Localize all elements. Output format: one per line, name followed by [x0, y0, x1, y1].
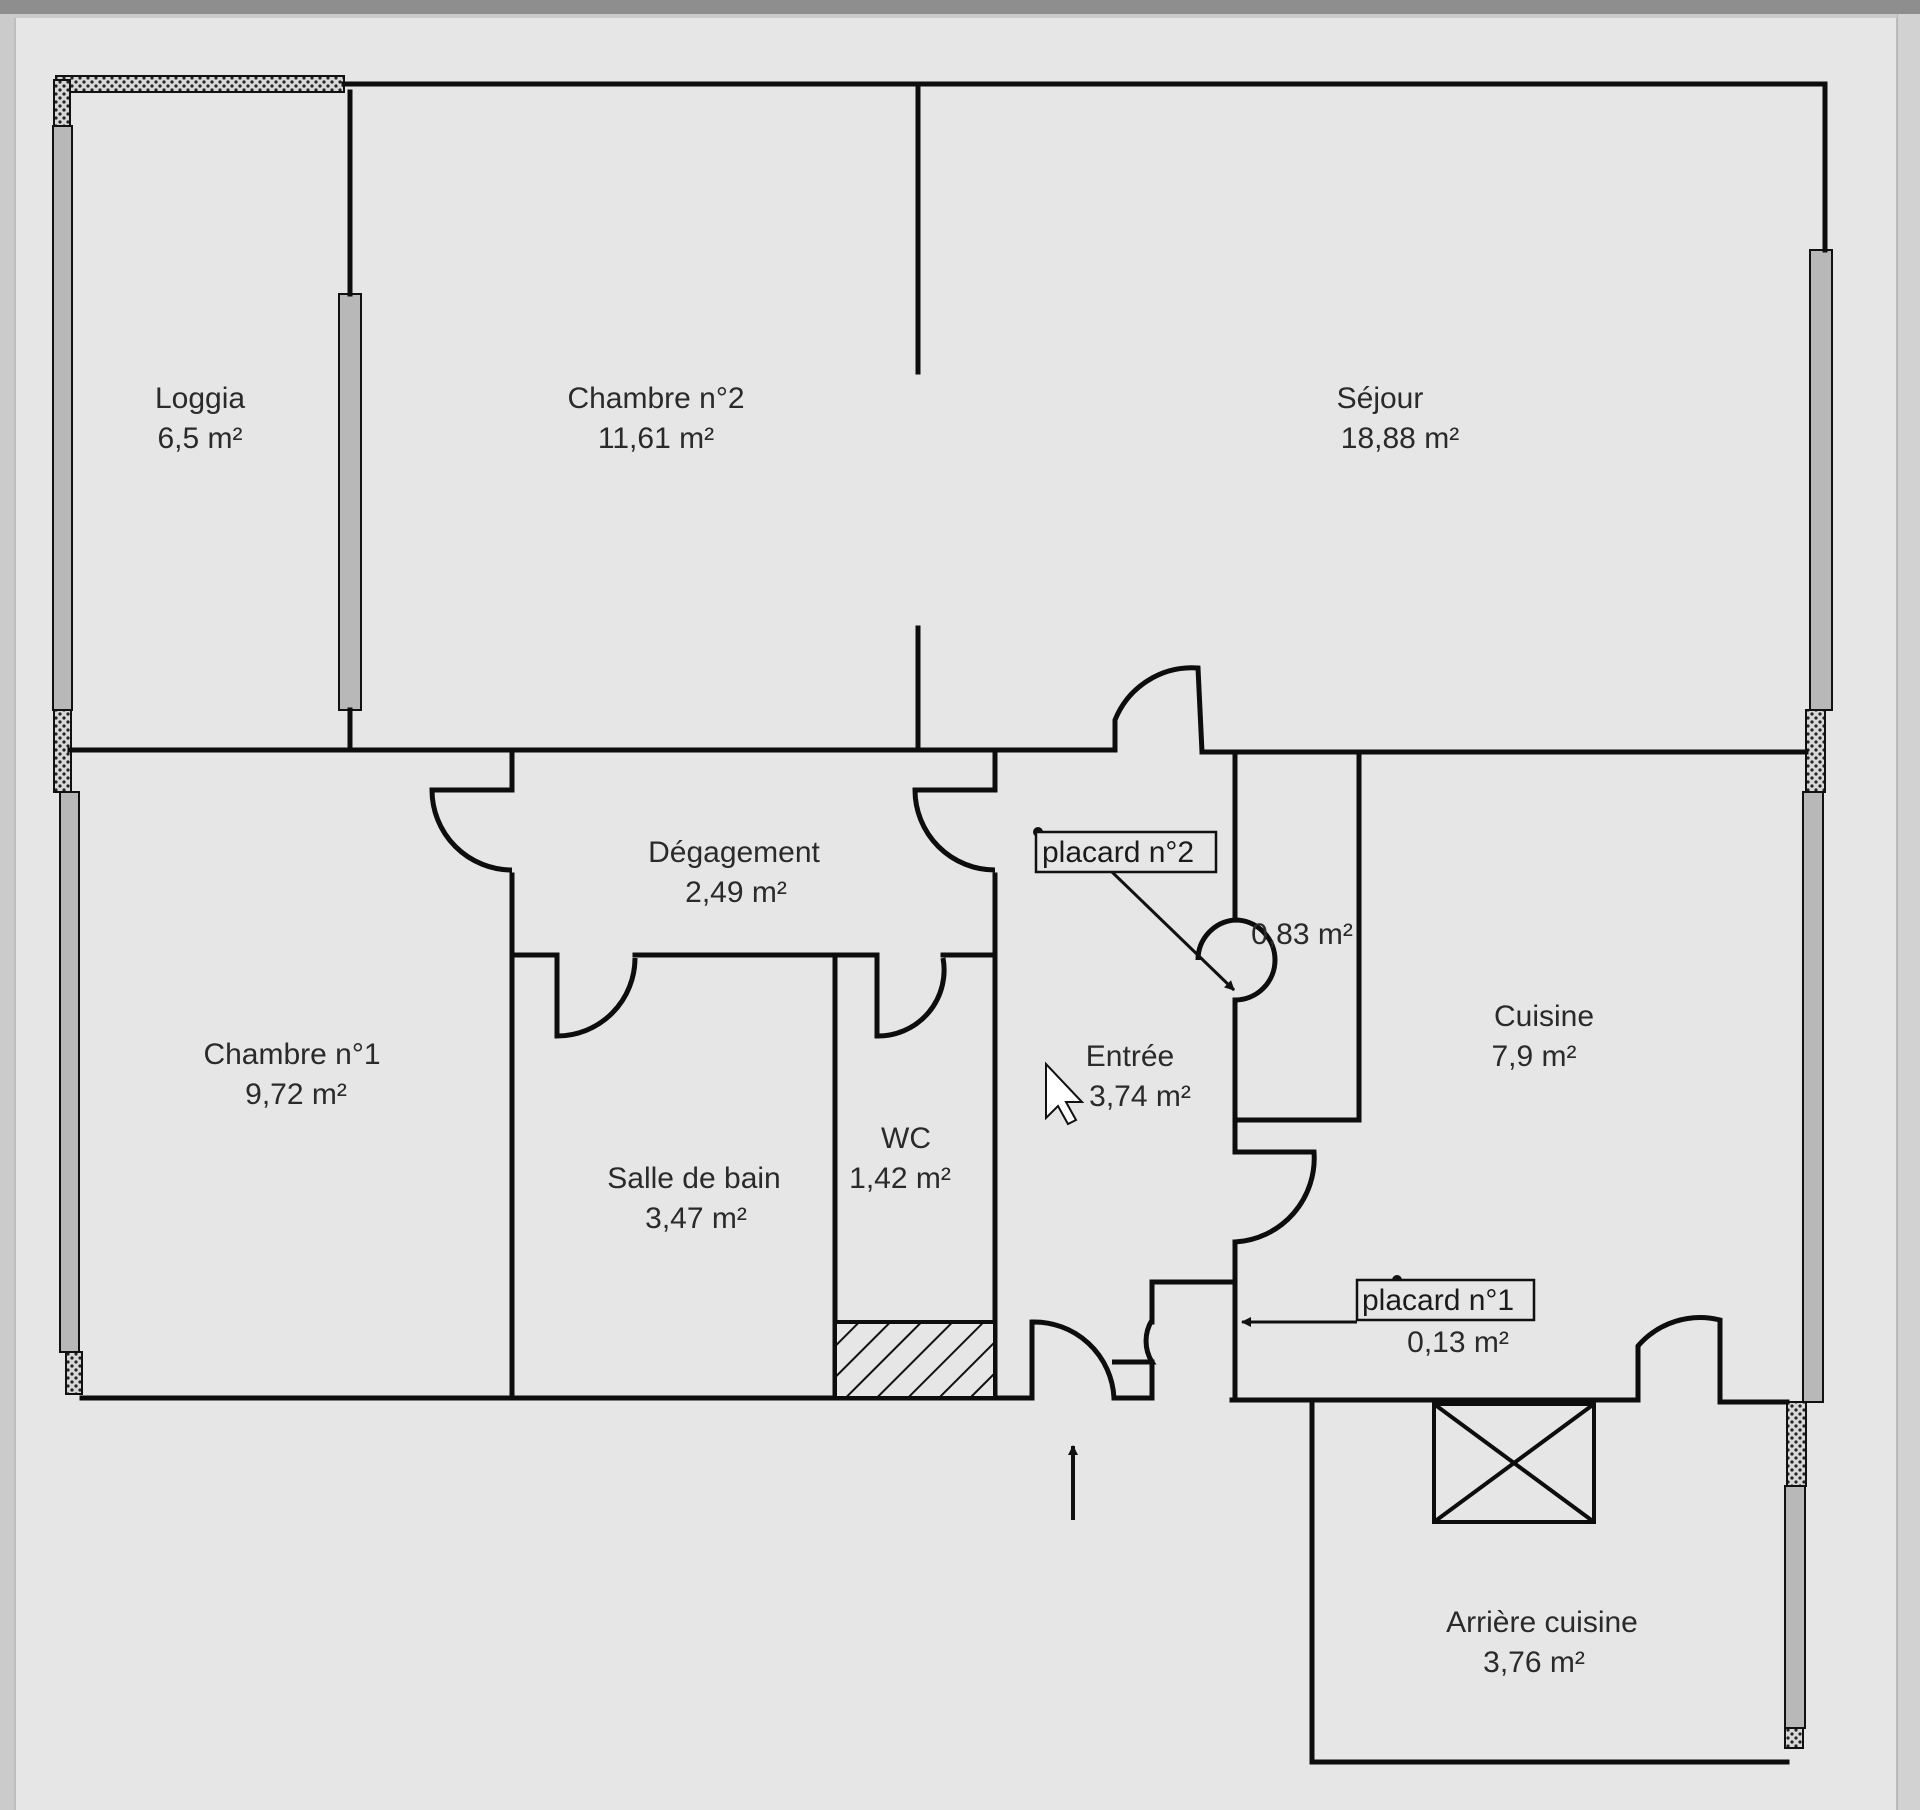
- sejour-window: [1809, 249, 1833, 711]
- chambre1-window: [59, 791, 80, 1353]
- wc-hatched-area: [833, 1320, 997, 1400]
- placard1-area: 0,13 m²: [1407, 1326, 1509, 1359]
- salle-de-bain-name: Salle de bain: [607, 1162, 780, 1195]
- cuisine-area: 7,9 m²: [1491, 1040, 1576, 1073]
- walls: [67, 81, 1828, 1765]
- placard1-label: placard n°1: [1362, 1284, 1514, 1317]
- doors: [429, 665, 1723, 1402]
- placard2-callout: placard n°2: [1033, 827, 1236, 992]
- duct-box: [1432, 1402, 1596, 1524]
- degagement-name: Dégagement: [648, 836, 820, 869]
- chambre2-name: Chambre n°2: [567, 382, 744, 415]
- right-scrollbar[interactable]: [1897, 14, 1920, 1810]
- loggia-top-window: [55, 75, 345, 93]
- room-labels: Loggia 6,5 m² Chambre n°2 11,61 m² Séjou…: [155, 382, 1638, 1679]
- arriere-cuisine-window: [1784, 1485, 1806, 1729]
- degagement-area: 2,49 m²: [685, 876, 787, 909]
- entree-area: 3,74 m²: [1089, 1080, 1191, 1113]
- arriere-cuisine-name: Arrière cuisine: [1446, 1606, 1638, 1639]
- placard1-callout: placard n°1: [1241, 1275, 1536, 1327]
- arriere-cuisine-door: [1635, 1315, 1723, 1402]
- cuisine-window: [1802, 791, 1824, 1403]
- sdb-door: [554, 955, 638, 1039]
- placard2-area: 0,83 m²: [1251, 918, 1353, 951]
- loggia-area: 6,5 m²: [157, 422, 242, 455]
- windows: [52, 75, 1833, 1749]
- placard1-door: [1112, 1311, 1157, 1365]
- floor-plan-canvas[interactable]: placard n°2 placard n°1 Loggia 6,5 m² Ch…: [14, 18, 1898, 1810]
- entree-name: Entrée: [1086, 1040, 1174, 1073]
- sejour-name: Séjour: [1337, 382, 1424, 415]
- loggia-inner-window: [338, 293, 362, 711]
- loggia-left-window: [52, 125, 73, 711]
- placard2-label: placard n°2: [1042, 836, 1194, 869]
- chambre1-door: [429, 787, 513, 873]
- placard2-door: [1195, 917, 1278, 1003]
- cuisine-name: Cuisine: [1494, 1000, 1594, 1033]
- arriere-cuisine-area: 3,76 m²: [1483, 1646, 1585, 1679]
- sejour-area: 18,88 m²: [1341, 422, 1459, 455]
- chambre1-name: Chambre n°1: [203, 1038, 380, 1071]
- front-door: [1029, 1319, 1117, 1399]
- entree-sejour-door: [1112, 665, 1205, 753]
- chambre1-area: 9,72 m²: [245, 1078, 347, 1111]
- placard2-tag[interactable]: [1034, 830, 1218, 874]
- mouse-cursor-icon: [1045, 1061, 1085, 1126]
- chambre2-area: 11,61 m²: [598, 422, 714, 455]
- arriere-facade-bottom: [1784, 1727, 1804, 1749]
- salle-de-bain-area: 3,47 m²: [645, 1202, 747, 1235]
- wc-door: [874, 955, 947, 1039]
- floor-plan: placard n°2 placard n°1 Loggia 6,5 m² Ch…: [52, 75, 1833, 1765]
- arriere-facade-joint: [1786, 1401, 1807, 1487]
- right-facade-joint: [1805, 709, 1826, 793]
- degagement-entree-door: [912, 787, 996, 873]
- left-facade-corner: [53, 79, 71, 127]
- placard1-tag[interactable]: [1355, 1278, 1536, 1322]
- window-top-bar: [0, 0, 1920, 14]
- wc-area: 1,42 m²: [849, 1162, 951, 1195]
- wc-name: WC: [881, 1122, 931, 1155]
- entree-cuisine-door: [1234, 1149, 1317, 1245]
- loggia-name: Loggia: [155, 382, 245, 415]
- left-facade-bottom: [65, 1351, 83, 1395]
